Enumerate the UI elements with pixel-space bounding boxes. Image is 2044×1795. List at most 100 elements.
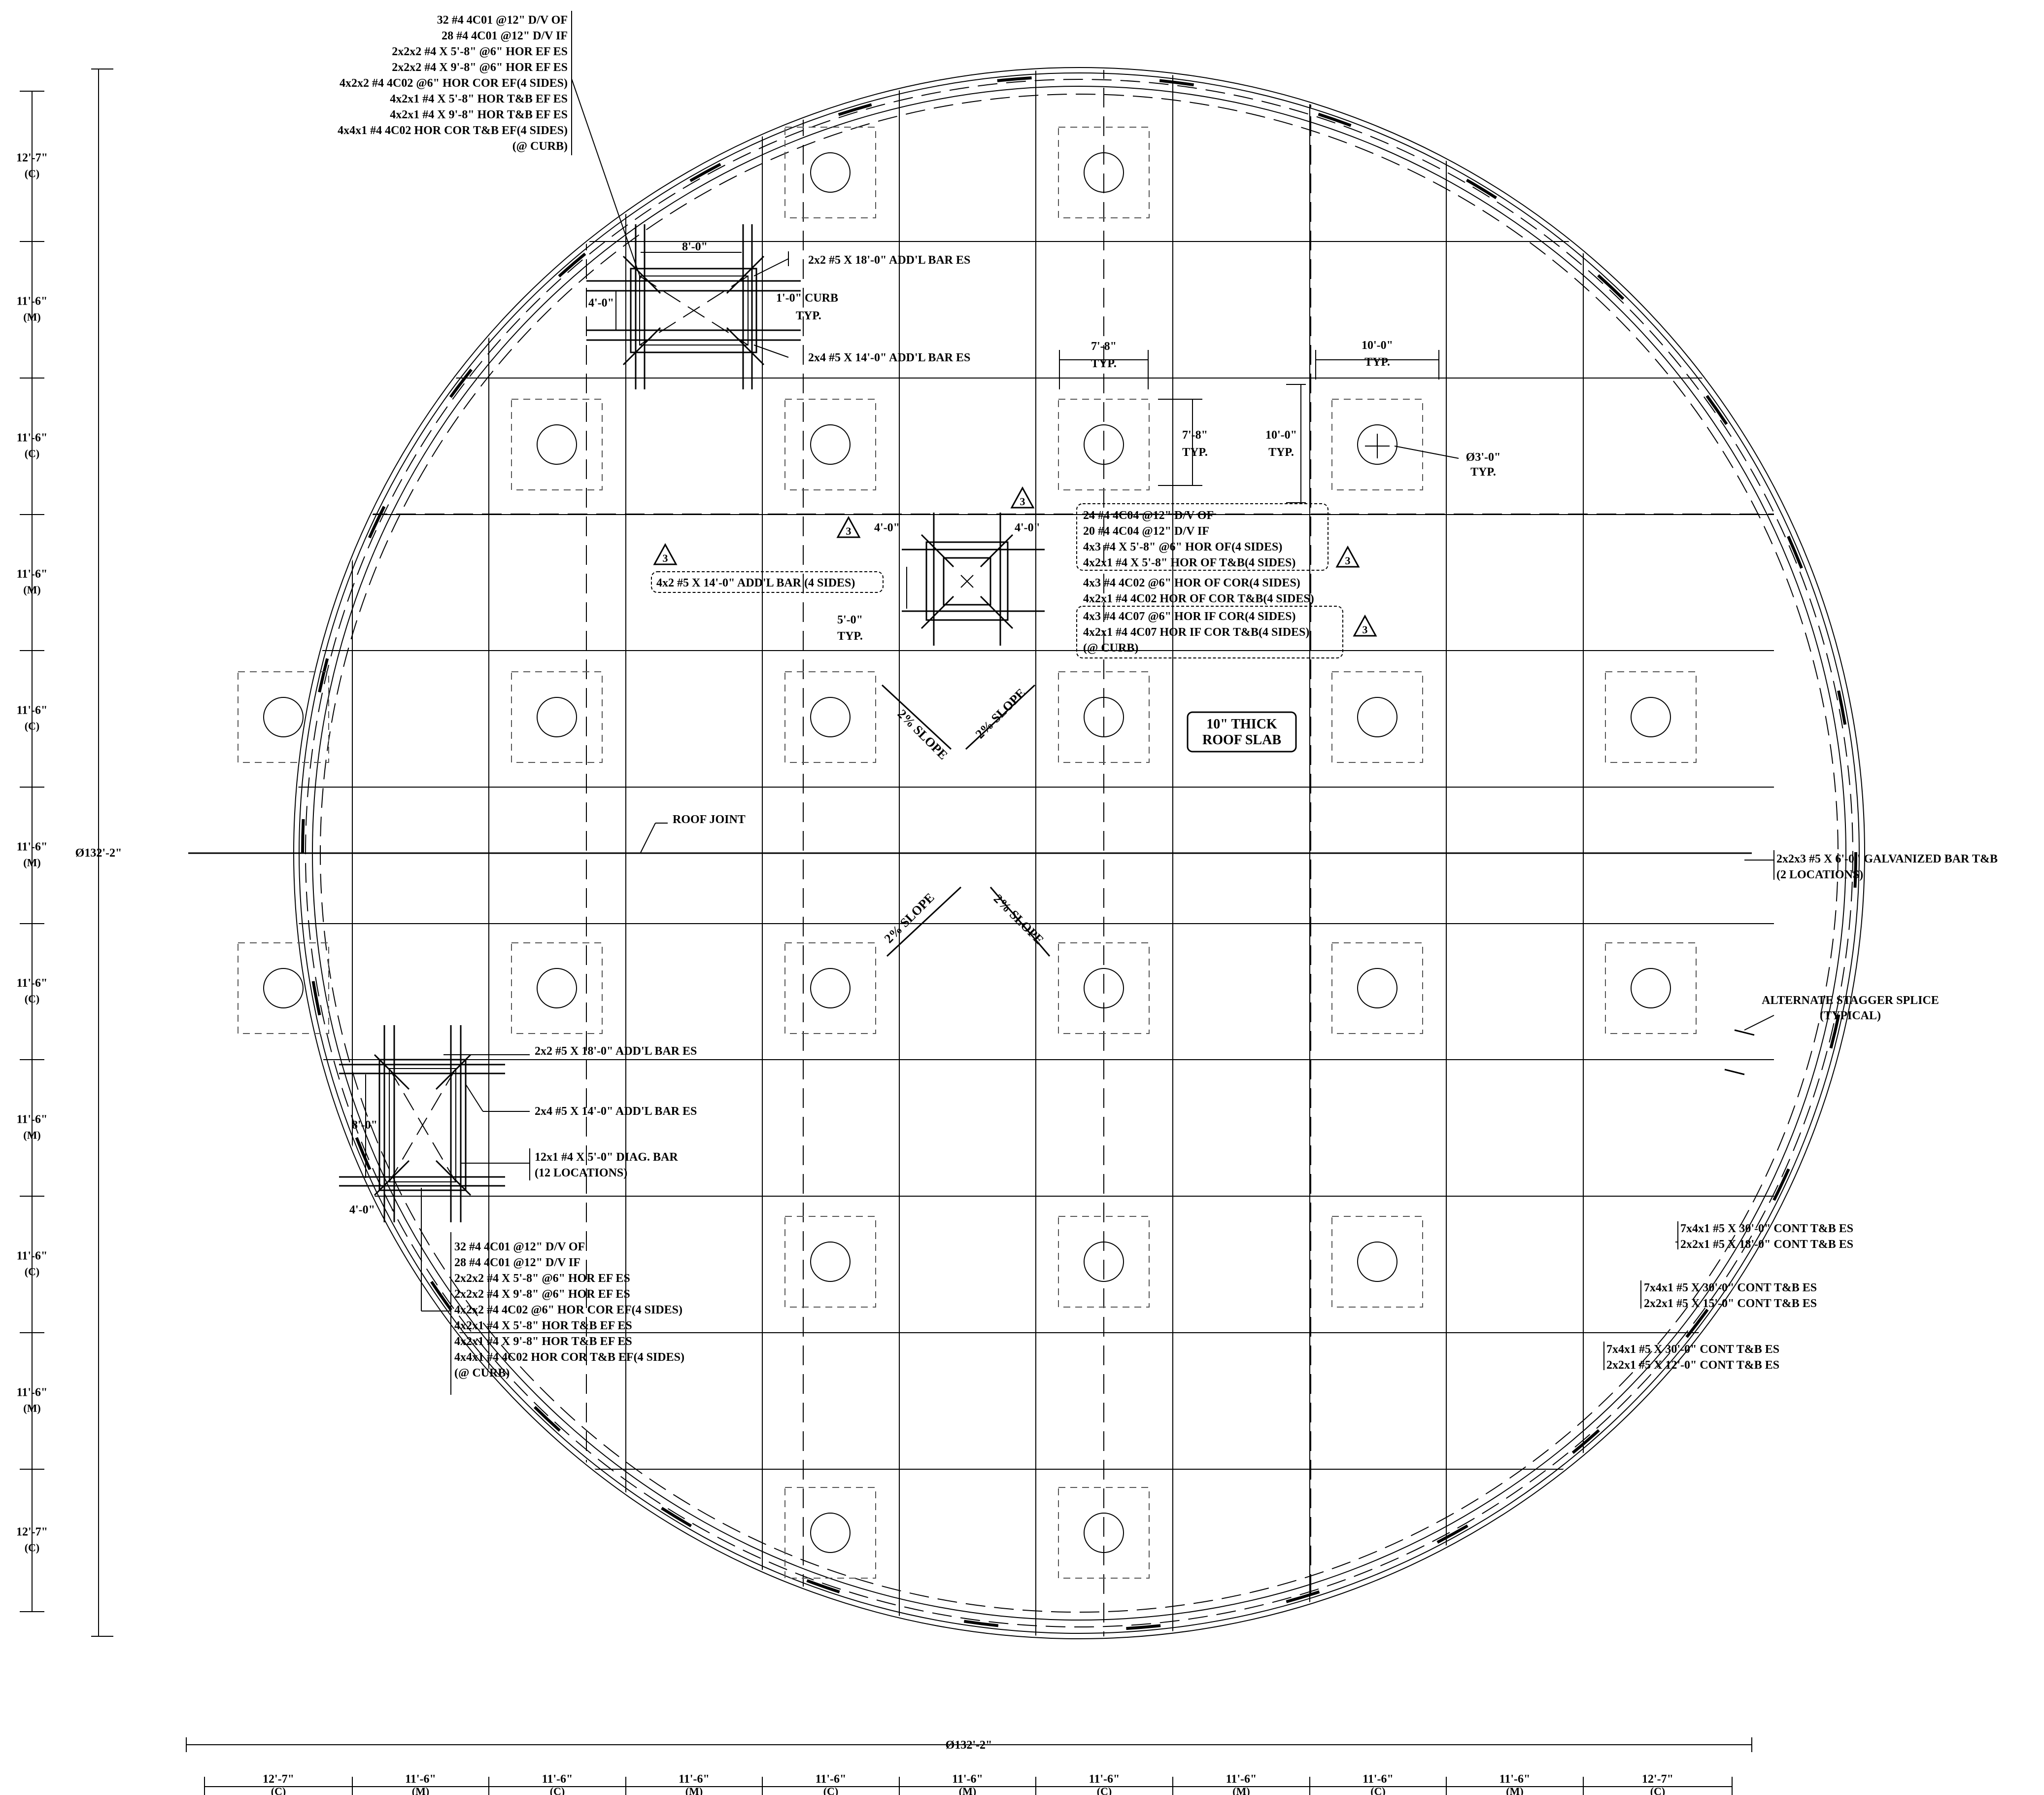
vdim-type-0: (C) [25,168,40,180]
column-pad-8 [784,671,876,763]
column-circle-11 [1631,697,1671,737]
diag-bar-1: 12x1 #4 X 5'-0" DIAG. BAR [535,1151,678,1164]
rev-mark-2: 3 [1020,495,1025,508]
vdim-label-5: 11'-6" [17,841,48,854]
opening-height-label: 4'-0" [588,297,614,310]
center-box1-1: 24 #4 4C04 @12" D/V OF [1083,509,1214,522]
column-pad-1 [1058,127,1150,218]
stagger-1: ALTERNATE STAGGER SPLICE [1762,994,1939,1007]
vdim-label-2: 11'-6" [17,432,48,445]
typ-dim-d-2: TYP. [1268,446,1294,459]
lower-height-label: 8'-0" [352,1119,377,1132]
cont1-2: 2x2x1 #5 X 18'-0" CONT T&B ES [1680,1238,1853,1251]
typ-dim-a-1: 7'-8" [1091,340,1117,353]
column-circle-16 [1357,968,1397,1008]
cont3-2: 2x2x1 #5 X 12'-0" CONT T&B ES [1606,1359,1779,1372]
vdim-type-1: (M) [23,311,40,323]
vertical-dimension-chain: 12'-7"(C)11'-6"(M)11'-6"(C)11'-6"(M)11'-… [16,91,48,1612]
column-circle-10 [1357,697,1397,737]
center-box1-3: 4x3 #4 X 5'-8" @6" HOR OF(4 SIDES) [1083,541,1282,553]
center-box1-2: 20 #4 4C04 @12" D/V IF [1083,525,1209,538]
lower-rebar-9: (@ CURB) [454,1367,510,1380]
column-pad-22 [1058,1487,1150,1579]
column-circle-13 [537,968,577,1008]
column-pad-0 [784,127,876,218]
hdim-label-2: 11'-6" [542,1773,573,1786]
slab-label-line1: 10" THICK [1206,717,1277,732]
hdim-label-7: 11'-6" [1226,1773,1257,1786]
hdim-type-4: (C) [823,1785,839,1795]
center-roof-hatch [902,513,1045,646]
column-pad-10 [1331,671,1423,763]
note-lower-opening-rebar: 32 #4 4C01 @12" D/V OF 28 #4 4C01 @12" D… [421,1188,684,1395]
hdim-type-7: (M) [1232,1785,1250,1795]
vertical-diameter-label: Ø132'-2" [75,847,122,860]
column-pad-15 [1058,942,1150,1034]
note-top-addl: 2x2 #5 X 18'-0" ADD'L BAR ES 2x4 #5 X 14… [753,251,970,364]
slab-label-line2: ROOF SLAB [1202,732,1281,748]
lower-rebar-1: 32 #4 4C01 @12" D/V OF [454,1241,585,1253]
hdim-label-1: 11'-6" [405,1773,436,1786]
vdim-label-7: 11'-6" [17,1113,48,1126]
hdim-type-10: (C) [1650,1785,1666,1795]
center-box3-3: (@ CURB) [1083,642,1138,655]
horizontal-diameter-label: Ø132'-2" [946,1739,992,1752]
typ-dim-b-2: TYP. [1182,446,1208,459]
column-circle-18 [810,1242,851,1282]
typ-dim-d-1: 10'-0" [1265,429,1297,442]
typ-dim-b-1: 7'-8" [1182,429,1208,442]
column-circle-22 [1084,1513,1124,1553]
hdim-label-9: 11'-6" [1499,1773,1531,1786]
vdim-label-4: 11'-6" [17,704,48,717]
column-pad-6 [238,671,329,763]
column-circle-14 [810,968,851,1008]
hdim-label-3: 11'-6" [679,1773,710,1786]
cont2-1: 7x4x1 #5 X 30'-0" CONT T&B ES [1644,1281,1817,1294]
top-rebar-4: 2x2x2 #4 X 9'-8" @6" HOR EF ES [392,61,568,74]
column-pad-2 [511,399,603,490]
vdim-type-10: (C) [25,1542,40,1554]
center-box3-1: 4x3 #4 4C07 @6" HOR IF COR(4 SIDES) [1083,610,1295,623]
hdim-label-6: 11'-6" [1089,1773,1120,1786]
rev-mark-5: 3 [1363,623,1368,636]
column-pad-14 [784,942,876,1034]
hdim-label-5: 11'-6" [952,1773,983,1786]
typical-dimensions: 7'-8" TYP. 7'-8" TYP. 10'-0" TYP. 10'-0"… [349,241,1500,1216]
cont3-1: 7x4x1 #5 X 30'-0" CONT T&B ES [1606,1343,1779,1356]
top-rebar-9: (@ CURB) [512,140,568,153]
col-dia-2: TYP. [1470,466,1496,479]
column-pad-16 [1331,942,1423,1034]
lower-addl-1: 2x2 #5 X 18'-0" ADD'L BAR ES [535,1045,697,1058]
note-cont-bars: 7x4x1 #5 X 30'-0" CONT T&B ES 2x2x1 #5 X… [1603,1221,1853,1372]
column-circle-1 [1084,152,1124,193]
opening-width-label: 8'-0" [682,241,708,253]
galv-1: 2x2x3 #5 X 6'-0" GALVANIZED BAR T&B [1776,853,1998,865]
hdim-type-9: (M) [1506,1785,1523,1795]
vdim-label-10: 12'-7" [16,1526,48,1539]
hdim-label-4: 11'-6" [816,1773,847,1786]
lower-rebar-2: 28 #4 4C01 @12" D/V IF [454,1256,580,1269]
cont1-1: 7x4x1 #5 X 30'-0" CONT T&B ES [1680,1222,1853,1235]
vdim-type-8: (C) [25,1266,40,1278]
vdim-type-4: (C) [25,720,40,732]
hdim-type-8: (C) [1370,1785,1386,1795]
column-circle-9 [1084,697,1124,737]
cont2-2: 2x2x1 #5 X 15'-0" CONT T&B ES [1644,1297,1817,1310]
column-pad-13 [511,942,603,1034]
column-pad-7 [511,671,603,763]
lower-roof-opening [339,1025,505,1222]
diag-bar-2: (12 LOCATIONS) [535,1167,627,1179]
top-rebar-2: 28 #4 4C01 @12" D/V IF [442,30,568,42]
slope-label-4: 2% SLOPE [991,892,1047,947]
column-circle-12 [263,968,304,1008]
slab-label-box: 10" THICK ROOF SLAB [1187,711,1297,753]
column-pad-12 [238,942,329,1034]
column-pad-21 [784,1487,876,1579]
lower-rebar-5: 4x2x2 #4 4C02 @6" HOR COR EF(4 SIDES) [454,1304,682,1316]
top-rebar-1: 32 #4 4C01 @12" D/V OF [437,14,568,27]
note-lower-addl: 2x2 #5 X 18'-0" ADD'L BAR ES 2x4 #5 X 14… [443,1045,697,1180]
hdim-label-0: 12'-7" [263,1773,294,1786]
column-circle-5 [1357,424,1397,465]
column-pad-19 [1058,1216,1150,1308]
